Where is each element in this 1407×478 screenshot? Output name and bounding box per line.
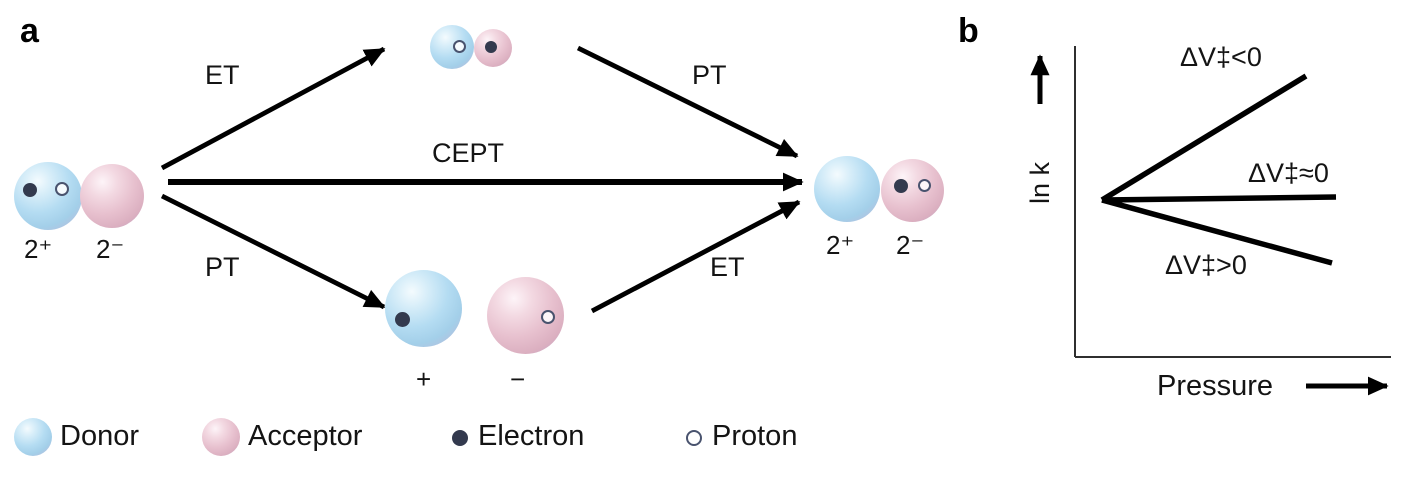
electron-dot	[894, 179, 908, 193]
legend-label-proton: Proton	[712, 420, 798, 452]
electron-dot	[23, 183, 37, 197]
et-bottom-arrow-label: ET	[710, 252, 745, 282]
proton-circle	[453, 40, 466, 53]
acceptor-sphere-icon	[202, 418, 240, 456]
intermediate-donor-charge: +	[416, 364, 432, 394]
donor-sphere-et-intermediate	[430, 25, 474, 69]
donor-sphere-icon	[14, 418, 52, 456]
legend-label-acceptor: Acceptor	[248, 420, 363, 452]
legend-label-donor: Donor	[60, 420, 139, 452]
acceptor-sphere-product	[881, 159, 944, 222]
product-donor-charge: 2⁺	[826, 230, 855, 260]
pt-bottom-arrow-label: PT	[205, 252, 240, 282]
donor-sphere-product	[814, 156, 880, 222]
x-axis-label: Pressure	[1157, 370, 1274, 402]
reactant-donor-charge: 2⁺	[24, 234, 53, 264]
proton-circle	[541, 310, 555, 324]
intermediate-acceptor-charge: −	[510, 364, 526, 394]
proton-circle	[55, 182, 69, 196]
pt-bottom-arrow	[160, 193, 386, 310]
line-label-positive-dv: ΔV‡>0	[1165, 250, 1247, 280]
electron-dot-icon	[452, 430, 468, 446]
y-axis-label: ln k	[1025, 161, 1055, 205]
line-label-negative-dv: ΔV‡<0	[1180, 42, 1262, 72]
proton-circle	[918, 179, 931, 192]
line-positive-activation-volume	[1101, 197, 1333, 266]
panel-b-label: b	[958, 12, 979, 50]
et-top-arrow-label: ET	[205, 60, 240, 90]
donor-sphere-reactant	[14, 162, 82, 230]
line-zero-activation-volume	[1101, 194, 1337, 203]
pt-top-arrow-label: PT	[692, 60, 727, 90]
donor-sphere-pt-intermediate	[385, 270, 462, 347]
electron-dot	[395, 312, 410, 327]
acceptor-sphere-pt-intermediate	[487, 277, 564, 354]
electron-dot	[485, 41, 497, 53]
panel-a-label: a	[20, 12, 39, 50]
et-top-arrow	[160, 46, 386, 171]
line-negative-activation-volume	[1100, 73, 1308, 203]
reactant-acceptor-charge: 2⁻	[96, 234, 125, 264]
product-acceptor-charge: 2⁻	[896, 230, 925, 260]
cept-arrow-label: CEPT	[432, 138, 505, 168]
proton-circle-icon	[686, 430, 702, 446]
acceptor-sphere-et-intermediate	[474, 29, 512, 67]
pt-top-arrow	[576, 45, 799, 159]
line-label-zero-dv: ΔV‡≈0	[1248, 158, 1329, 188]
et-bottom-arrow	[590, 199, 801, 314]
legend-label-electron: Electron	[478, 420, 585, 452]
acceptor-sphere-reactant	[80, 164, 144, 228]
